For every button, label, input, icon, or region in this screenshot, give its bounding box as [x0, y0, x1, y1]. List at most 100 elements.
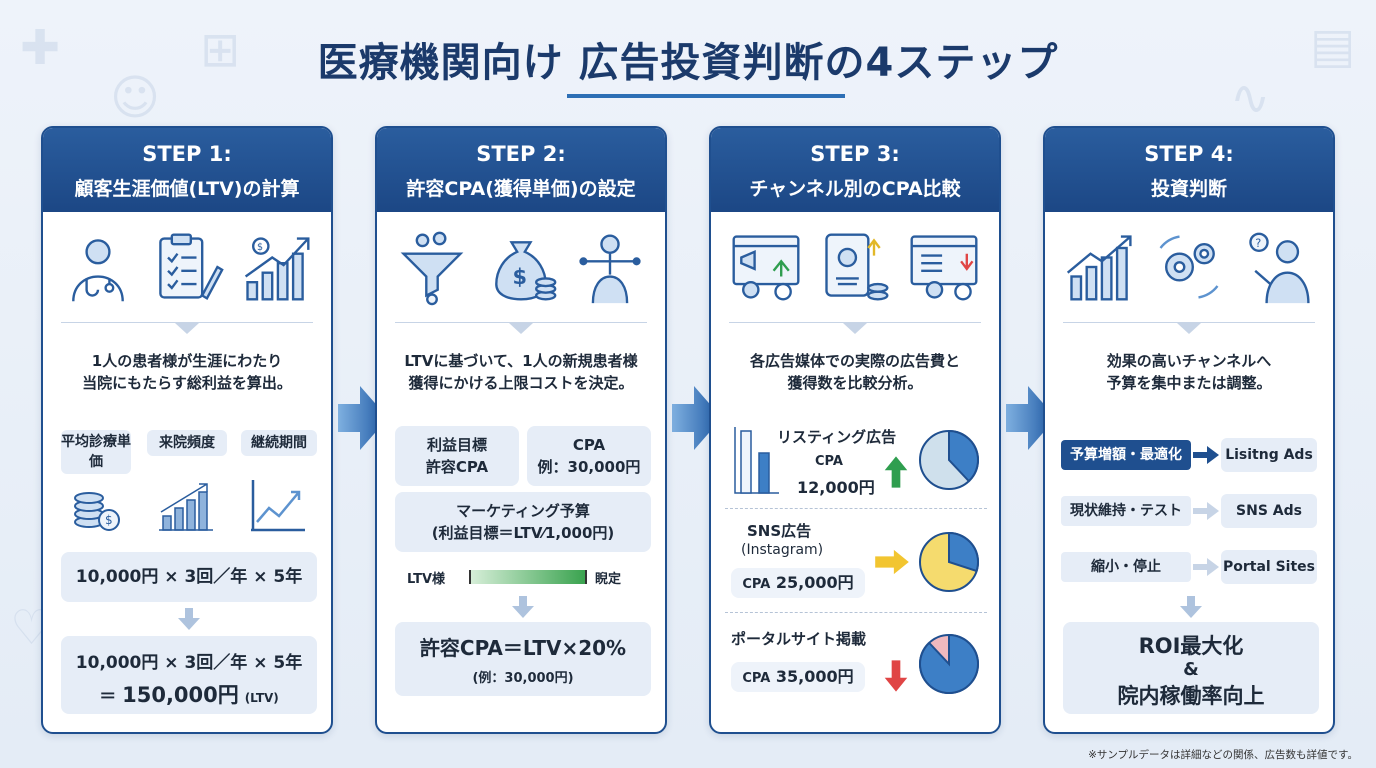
alloc-3-channel: Portal Sites	[1221, 550, 1317, 584]
allowable-cpa-box: 許容CPA＝LTV×20% (例：30,000円)	[395, 622, 651, 696]
alloc-1-arrow	[1193, 446, 1219, 464]
channel-2-cpa-box: CPA 25,000円	[731, 568, 865, 598]
trend-up-icon	[884, 456, 908, 488]
step-2-subtitle: 許容CPA(獲得単価)の設定	[406, 178, 636, 200]
step-2-description: LTVに基づいて、1人の新規患者様 獲得にかける上限コストを決定。	[404, 352, 638, 392]
channel-3-name: ポータルサイト掲載	[731, 630, 867, 648]
channel-sep-2	[725, 612, 987, 613]
factor-unit-price: 平均診療単価	[61, 430, 131, 474]
trend-flat-icon	[875, 549, 909, 575]
svg-text:$: $	[105, 513, 113, 527]
pie-share-slice	[919, 633, 979, 694]
doctor-bg-icon: ☺	[110, 70, 161, 126]
ltv-result-eq: ＝	[99, 687, 117, 707]
alloc-3-action: 縮小・停止	[1061, 552, 1191, 582]
channel-1-pie	[919, 429, 979, 490]
formula-arrow	[178, 608, 200, 630]
channel-1-cpa-value: 12,000円	[797, 478, 875, 497]
alloc-2-action: 現状維持・テスト	[1061, 496, 1191, 526]
listing-bar-chart-icon	[734, 427, 779, 494]
pulse-icon: ∿	[1230, 70, 1271, 126]
step-4-subtitle: 投資判断	[1150, 178, 1227, 200]
channel-2-cpa-label: CPA	[742, 577, 771, 592]
webpage-ad-icon	[910, 235, 978, 301]
title-underline	[567, 94, 845, 98]
roi-result-box: ROI最大化 & 院内稼働率向上	[1063, 622, 1319, 714]
gears-cycle-icon	[1159, 235, 1219, 299]
first-aid-kit-icon: ⊞	[200, 22, 241, 78]
channel-1-cpa-label: CPA	[815, 454, 843, 469]
step-3-header: STEP 3: チャンネル別のCPA比較	[711, 128, 999, 212]
step-4-label: STEP 4:	[1144, 142, 1234, 166]
alloc-1-channel: Lisitng Ads	[1221, 438, 1317, 472]
bar-left-label: LTV様	[407, 572, 446, 587]
channel-3-cpa-value: 35,000円	[775, 667, 854, 686]
roi-arrow	[1180, 596, 1202, 618]
footnote: ※サンプルデータは詳細などの関係、広告数も詳値です。	[1088, 749, 1358, 761]
person-target-icon	[579, 234, 641, 304]
ltv-formula-box: 10,000円 × 3回／年 × 5年	[61, 552, 317, 602]
step-2-card: STEP 2: 許容CPA(獲得単価)の設定 $ LTVに基づいて、1人の新規患…	[375, 126, 667, 734]
browser-ad-icon	[732, 235, 800, 301]
channel-1-name: リスティング広告	[777, 428, 897, 446]
alloc-2-arrow	[1193, 502, 1219, 520]
step-2-icons: $	[377, 212, 665, 322]
step-4-header: STEP 4: 投資判断	[1045, 128, 1333, 212]
ltv-result-unit: (LTV)	[244, 691, 279, 705]
presenter-icon: ?	[1249, 232, 1310, 304]
flow-arrow-1	[338, 386, 388, 450]
trend-down-icon	[884, 660, 908, 692]
step-3-subtitle: チャンネル別のCPA比較	[749, 178, 961, 200]
step-3-card: STEP 3: チャンネル別のCPA比較 各広告媒体での実際の広告費と 獲得数を…	[709, 126, 1001, 734]
step-1-label: STEP 1:	[142, 142, 232, 166]
step-3-description: 各広告媒体での実際の広告費と 獲得数を比較分析。	[749, 352, 960, 392]
coin-stack-icon: $	[74, 492, 120, 531]
step-1-divider	[61, 322, 313, 336]
channel-2-name: SNS広告	[747, 522, 812, 540]
step-1-description: 1人の患者様が生涯にわたり 当院にもたらす総利益を算出。	[82, 352, 292, 392]
marketing-budget-box: マーケティング予算 (利益目標＝LTV⁄1,000円)	[395, 492, 651, 552]
bar-right-label: 睨定	[595, 572, 622, 587]
step-3-label: STEP 3:	[810, 142, 900, 166]
channel-3-pie	[919, 633, 979, 694]
factor-frequency: 来院頻度	[147, 430, 227, 456]
cpa-example-box: CPA 例：30,000円	[527, 426, 651, 486]
channel-2-cpa-value: 25,000円	[775, 573, 854, 592]
channel-2-name-sub: (Instagram)	[741, 542, 824, 558]
ltv-result-formula: 10,000円 × 3回／年 × 5年	[75, 653, 303, 673]
trend-line-icon	[251, 480, 305, 532]
doctor-icon	[71, 239, 124, 302]
tablet-profile-icon	[825, 233, 889, 301]
step-4-description: 効果の高いチャンネルへ 予算を集中または調整。	[1106, 352, 1272, 392]
pie-share-slice	[948, 531, 979, 573]
flow-arrow-3	[1006, 386, 1056, 450]
step-1-subtitle: 顧客生涯価値(LTV)の計算	[74, 178, 300, 200]
funnel-coins-icon	[400, 231, 464, 306]
step-2-label: STEP 2:	[476, 142, 566, 166]
roi-line-1: ROI最大化	[1138, 634, 1244, 658]
step-3-icons	[711, 212, 999, 322]
growth-chart-icon: $	[245, 237, 310, 301]
cpa-arrow	[512, 596, 534, 618]
roi-line-2: 院内稼働率向上	[1117, 684, 1265, 708]
alloc-2-channel: SNS Ads	[1221, 494, 1317, 528]
profit-target-box: 利益目標 許容CPA	[395, 426, 519, 486]
step-1-card: STEP 1: 顧客生涯価値(LTV)の計算 $ 1人の患者様が生涯にわたり 当…	[41, 126, 333, 734]
ltv-range-bar	[469, 570, 587, 584]
step-4-card: STEP 4: 投資判断 ? 効果の高いチャンネルへ 予算を集中または調整。 予…	[1043, 126, 1335, 734]
alloc-3-arrow	[1193, 558, 1219, 576]
step-4-icons: ?	[1045, 212, 1333, 322]
channel-2-pie	[919, 531, 979, 592]
medical-cross-icon: ✚	[20, 20, 61, 76]
allowable-cpa-example: (例：30,000円)	[472, 671, 574, 686]
allowable-cpa-formula: 許容CPA＝LTV×20%	[419, 636, 627, 660]
channel-sep-1	[725, 508, 987, 509]
pie-share-slice	[948, 429, 979, 483]
channel-3-cpa-label: CPA	[742, 671, 771, 686]
growth-chart-icon	[1066, 235, 1132, 301]
step-2-header: STEP 2: 許容CPA(獲得単価)の設定	[377, 128, 665, 212]
svg-text:$: $	[257, 242, 263, 253]
channel-3-cpa-box: CPA 35,000円	[731, 662, 865, 692]
page-title: 医療機関向け 広告投資判断の4ステップ	[317, 40, 1059, 86]
factor-duration: 継続期間	[241, 430, 317, 456]
